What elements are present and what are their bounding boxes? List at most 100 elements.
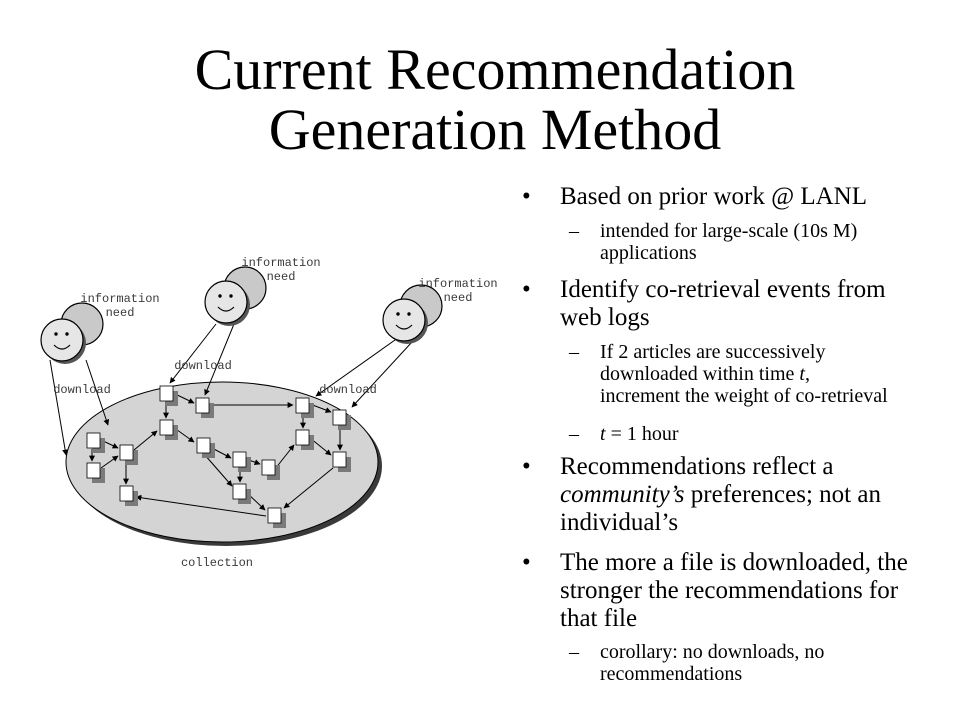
co-retrieval-arrow xyxy=(100,455,119,469)
line-text: downloaded within time xyxy=(600,363,800,385)
sub-bullet-text: corollary: no downloads, no recommendati… xyxy=(600,641,824,685)
recommendation-diagram: information need information need inform… xyxy=(40,256,498,570)
bullet-line: Based on prior work @ LANL xyxy=(560,183,867,210)
bullet-marker: • xyxy=(522,276,531,303)
document-page xyxy=(86,462,101,479)
document-page xyxy=(332,451,347,468)
document-icon xyxy=(261,459,280,480)
left-eye xyxy=(54,332,58,336)
bullet-item: • Recommendations reflect a community’s … xyxy=(522,453,881,537)
bullet-line: Identify co-retrieval events from xyxy=(560,276,886,303)
download-label: download xyxy=(319,383,377,397)
user-group-1: information need xyxy=(40,292,160,364)
face-label-line-1: information xyxy=(80,292,159,306)
bullet-line: web logs xyxy=(560,304,650,331)
download-edge xyxy=(169,323,217,384)
document-page xyxy=(332,409,347,426)
right-eye xyxy=(229,294,233,298)
collection-label: collection xyxy=(181,556,253,570)
face-label-line-1: information xyxy=(418,277,497,291)
document-icon xyxy=(232,451,251,472)
bullet-text: The more a file is downloaded, the stron… xyxy=(560,549,908,633)
document-page xyxy=(196,437,211,454)
bullet-item: • Identify co-retrieval events from web … xyxy=(522,276,886,332)
italic-variable: t xyxy=(600,423,606,445)
sub-bullet-line: increment the weight of co-retrieval xyxy=(600,385,888,407)
sub-bullet-marker: – xyxy=(569,220,579,242)
download-edge xyxy=(315,339,396,397)
document-icon xyxy=(195,397,214,418)
smiley-face-icon xyxy=(382,298,428,344)
bullet-text: Recommendations reflect a community’s pr… xyxy=(560,453,881,537)
bullet-marker: • xyxy=(522,453,531,480)
bullet-text: Based on prior work @ LANL xyxy=(560,183,867,211)
line-text: , xyxy=(804,363,810,385)
document-page xyxy=(119,485,134,502)
bullet-marker: • xyxy=(522,549,531,576)
sub-bullet-marker: – xyxy=(569,341,579,363)
sub-bullet-text: If 2 articles are successively downloade… xyxy=(600,341,888,407)
document-icon xyxy=(267,507,286,528)
smiley-face-icon xyxy=(204,280,250,326)
document-page xyxy=(119,444,134,461)
slide-title-line-2: Generation Method xyxy=(268,97,722,162)
sub-bullet-line: recommendations xyxy=(600,663,743,685)
document-icon xyxy=(119,444,138,465)
sub-bullet-item: – t = 1 hour xyxy=(569,423,679,445)
document-page xyxy=(295,429,310,446)
document-page xyxy=(295,397,310,414)
bullet-text: Identify co-retrieval events from web lo… xyxy=(560,276,886,332)
line-text: = 1 hour xyxy=(605,423,679,445)
face-label-line-2: need xyxy=(106,306,135,320)
download-edge xyxy=(204,323,235,396)
document-page xyxy=(86,432,101,449)
face-label-line-2: need xyxy=(267,270,296,284)
mouth xyxy=(53,344,71,350)
download-label: download xyxy=(174,359,232,373)
left-eye xyxy=(218,294,222,298)
sub-bullet-marker: – xyxy=(569,423,579,445)
document-page xyxy=(159,385,174,402)
slide-title-line-1: Current Recommendation xyxy=(194,37,796,102)
face-outline xyxy=(204,280,248,324)
document-icon xyxy=(196,437,215,458)
document-icon xyxy=(119,485,138,506)
document-page xyxy=(232,483,247,500)
document-icon xyxy=(159,385,178,406)
bullet-line: The more a file is downloaded, the xyxy=(560,549,908,576)
document-icon xyxy=(86,432,105,453)
bullet-item: • Based on prior work @ LANL xyxy=(522,183,867,211)
face-label-line-2: need xyxy=(444,291,473,305)
document-icon xyxy=(295,429,314,450)
sub-bullet-item: – If 2 articles are successively downloa… xyxy=(569,341,888,407)
sub-bullet-line: t = 1 hour xyxy=(600,423,679,445)
download-edge xyxy=(49,359,69,456)
face-outline xyxy=(382,298,426,342)
download-edge xyxy=(351,341,413,408)
italic-text: community’s xyxy=(560,481,685,508)
document-icon xyxy=(232,483,251,504)
documents xyxy=(86,385,351,528)
sub-bullet-text: t = 1 hour xyxy=(600,423,679,445)
document-page xyxy=(159,419,174,436)
document-icon xyxy=(332,451,351,472)
co-retrieval-arrow xyxy=(133,430,158,451)
bullet-line: individual’s xyxy=(560,509,679,536)
collection-body xyxy=(65,381,379,543)
mouth xyxy=(395,324,413,330)
bullet-line: community’s preferences; not an xyxy=(560,481,881,509)
document-page xyxy=(261,459,276,476)
bullet-line: Recommendations reflect a xyxy=(560,453,834,480)
italic-variable: t xyxy=(799,363,805,385)
bullet-item: • The more a file is downloaded, the str… xyxy=(522,549,908,633)
sub-bullet-marker: – xyxy=(569,641,579,663)
sub-bullet-line: corollary: no downloads, no xyxy=(600,641,825,663)
download-label: download xyxy=(53,383,111,397)
sub-bullet-line: downloaded within time t, xyxy=(600,363,888,385)
smiley-face-icon xyxy=(40,318,86,364)
user-group-3: information need xyxy=(382,277,498,344)
face-label-line-1: information xyxy=(241,256,320,270)
sub-bullet-item: – intended for large-scale (10s M) appli… xyxy=(569,220,857,264)
document-icon xyxy=(332,409,351,430)
bullet-line: stronger the recommendations for xyxy=(560,577,899,604)
